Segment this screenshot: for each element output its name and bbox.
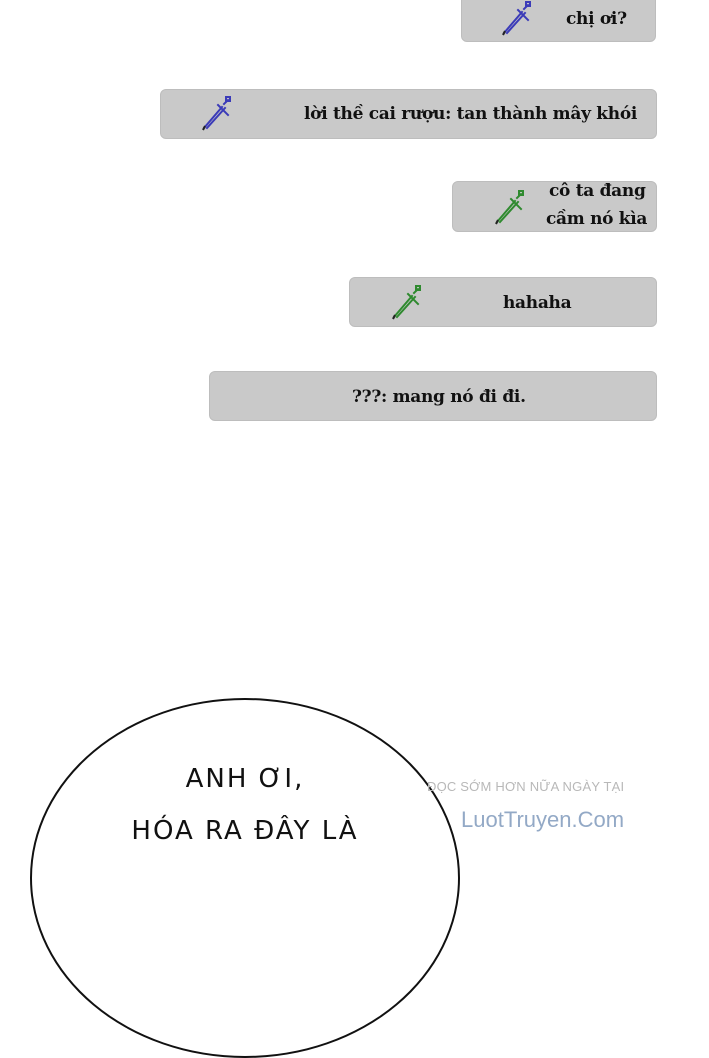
message-text: hahaha <box>503 293 572 313</box>
sword-icon <box>502 1 531 36</box>
chat-bubble: hahaha <box>349 277 657 327</box>
message-text: chị ơi? <box>566 9 627 29</box>
message-text: ???: mang nó đi đi. <box>352 387 526 407</box>
message-text-line-1: cô ta đang <box>549 181 646 201</box>
sword-icon <box>392 285 421 320</box>
speech-line-1: ANH ƠI, <box>185 764 305 794</box>
chat-bubble: cô ta đang cầm nó kìa <box>452 181 657 232</box>
message-text: lời thề cai rượu: tan thành mây khói <box>304 104 638 124</box>
sword-icon <box>495 190 524 225</box>
chat-bubble: chị ơi? <box>461 0 656 42</box>
sword-icon <box>202 96 231 131</box>
chat-bubble: ???: mang nó đi đi. <box>209 371 657 421</box>
watermark-tagline: ĐỌC SỚM HƠN NỮA NGÀY TẠI <box>427 779 625 794</box>
speech-line-2: HÓA RA ĐÂY LÀ <box>131 816 359 846</box>
message-text-line-2: cầm nó kìa <box>546 209 648 229</box>
speech-balloon: ANH ƠI, HÓA RA ĐÂY LÀ <box>30 698 460 1058</box>
watermark-site: LuotTruyen.Com <box>461 807 625 832</box>
chat-bubble: lời thề cai rượu: tan thành mây khói <box>160 89 657 139</box>
